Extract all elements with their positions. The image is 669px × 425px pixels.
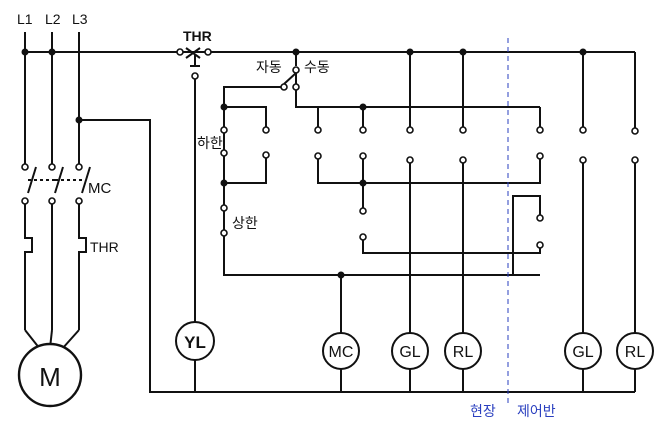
- return-bus: [79, 119, 636, 393]
- thr-trip-label: THR: [183, 28, 212, 44]
- lamp-rl-field-label: RL: [453, 344, 474, 361]
- upper-limit-label: 상한: [232, 216, 258, 232]
- lamp-rl-panel: RL: [616, 332, 654, 370]
- phase-label-l1: L1: [17, 11, 33, 27]
- thermal-relay-heaters: [24, 204, 87, 330]
- lamp-branch-wires: [340, 52, 639, 333]
- lamp-gl-panel: GL: [564, 332, 602, 370]
- manual-control-section: [314, 103, 544, 275]
- control-panel-label: 제어반: [517, 404, 556, 420]
- lamp-mc-label: MC: [329, 344, 354, 361]
- auto-manual-selector: [220, 52, 540, 111]
- auto-label: 자동: [256, 60, 282, 76]
- lamp-yl-label: YL: [184, 333, 206, 352]
- yl-branch: [191, 72, 199, 322]
- power-lines: [21, 32, 83, 164]
- thr-heater-label: THR: [90, 239, 119, 255]
- phase-label-l2: L2: [45, 11, 61, 27]
- lower-limit-label: 하한: [197, 136, 223, 152]
- lamp-yl: YL: [175, 321, 215, 361]
- motor-label: M: [39, 362, 61, 392]
- field-label: 현장: [470, 404, 496, 420]
- phase-label-l3: L3: [72, 11, 88, 27]
- lamp-gl-field: GL: [391, 332, 429, 370]
- manual-label: 수동: [304, 60, 330, 76]
- motor: [17, 329, 83, 408]
- lamp-mc: MC: [322, 332, 360, 370]
- lamp-rl-field: RL: [444, 332, 482, 370]
- lamp-rl-panel-label: RL: [625, 344, 646, 361]
- control-top-bus: [25, 47, 636, 128]
- mc-contact-label: MC: [88, 180, 111, 197]
- lamp-gl-field-label: GL: [399, 344, 420, 361]
- mc-main-contacts: [21, 163, 91, 205]
- lamp-gl-panel-label: GL: [572, 344, 593, 361]
